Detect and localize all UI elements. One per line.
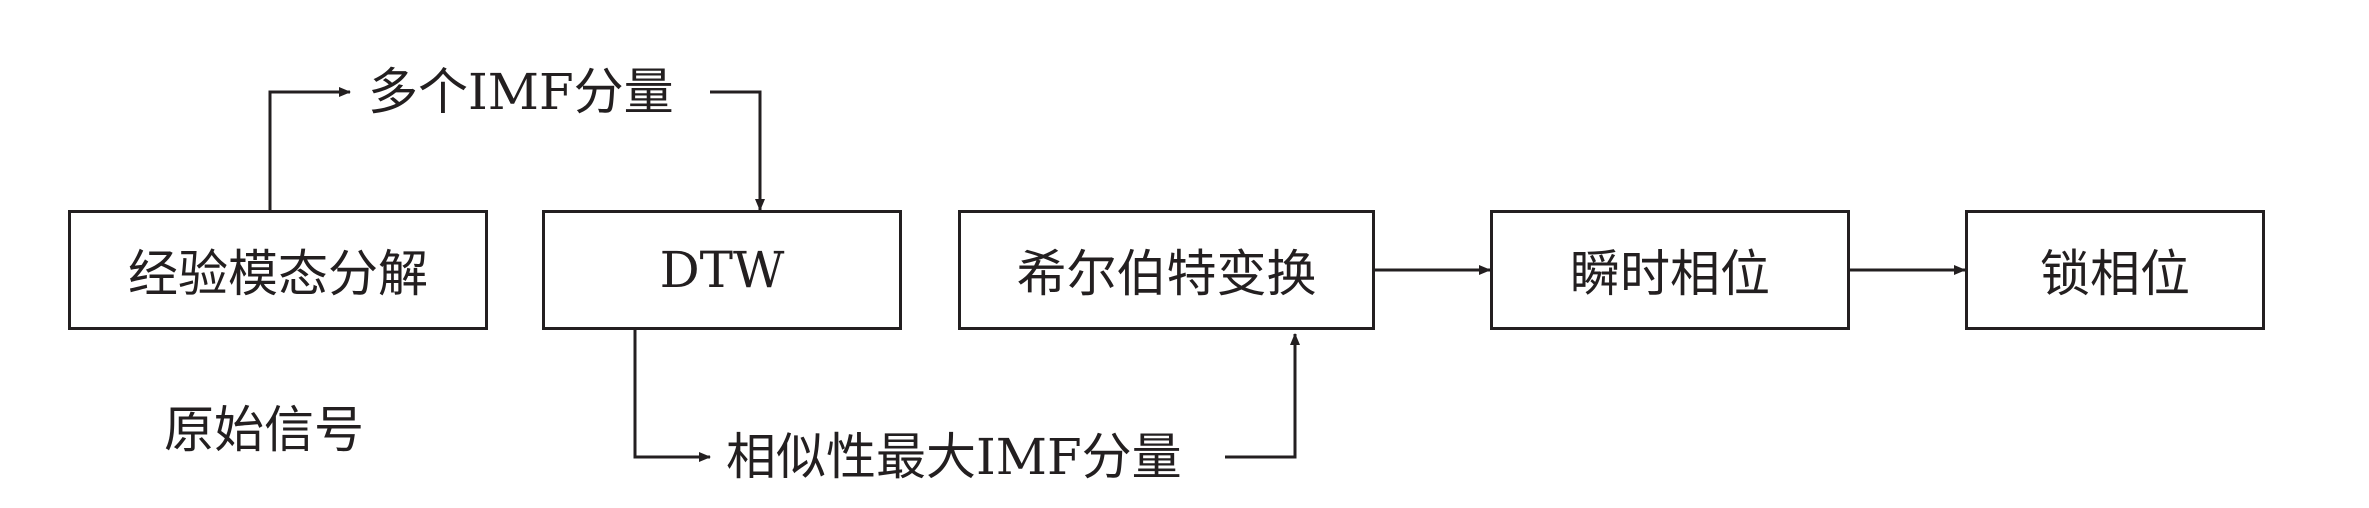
connector-imf-label-to-dtw: [710, 90, 765, 211]
label-most-similar-imf: 相似性最大IMF分量: [720, 432, 1188, 482]
node-emd: 经验模态分解: [68, 210, 488, 330]
label-input-signal: 原始信号: [158, 405, 370, 455]
label-multiple-imf: 多个IMF分量: [362, 67, 680, 117]
node-dtw: DTW: [542, 210, 902, 330]
connector-best-imf-to-hilbert: [1225, 333, 1300, 459]
node-phase-lock: 锁相位: [1965, 210, 2265, 330]
connector-dtw-to-best-imf-label: [633, 330, 711, 462]
node-hilbert: 希尔伯特变换: [958, 210, 1375, 330]
connector-emd-to-imf-label: [268, 87, 351, 210]
node-instantaneous-phase: 瞬时相位: [1490, 210, 1850, 330]
